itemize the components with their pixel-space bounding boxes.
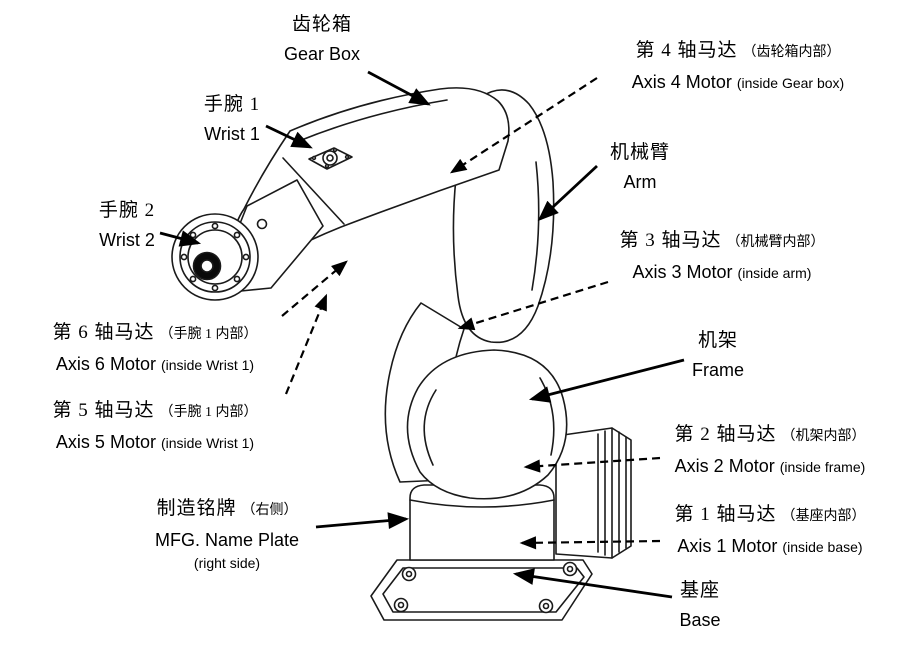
arrow-axis-5-motor — [284, 293, 328, 395]
callout-axis-2-en-paren: (inside frame) — [779, 459, 866, 475]
callout-wrist-2-zh: 手腕 2 — [98, 200, 156, 221]
callout-wrist-1: 手腕 1 Wrist 1 — [204, 90, 260, 148]
arrow-mfg-name-plate — [315, 512, 410, 529]
callout-axis-6-zh: 第 6 轴马达 — [52, 322, 155, 343]
callout-axis-3-motor: 第 3 轴马达 （机械臂内部） Axis 3 Motor(inside arm) — [619, 226, 824, 287]
callout-axis-5-motor: 第 5 轴马达 （手腕 1 内部） Axis 5 Motor(inside Wri… — [52, 396, 257, 457]
callout-axis-3-en-paren: (inside arm) — [737, 265, 812, 281]
callout-gear-box-zh: 齿轮箱 — [291, 14, 353, 35]
callout-base-en: Base — [679, 610, 721, 630]
callout-axis-3-zh-paren: （机械臂内部） — [726, 235, 825, 250]
arrow-wrist-2 — [159, 230, 202, 247]
callout-axis-2-zh-paren: （机架内部） — [781, 429, 866, 444]
callout-frame: 机架 Frame — [692, 326, 744, 384]
arrow-wrist-1 — [265, 124, 313, 149]
arrow-base — [512, 568, 673, 599]
robot-illustration — [171, 87, 632, 621]
callout-axis-5-en: Axis 5 Motor — [55, 432, 156, 452]
robot-frame-housing — [406, 349, 568, 500]
callout-frame-zh: 机架 — [697, 330, 739, 351]
arrow-axis-6-motor — [281, 260, 348, 317]
callout-wrist-2-en: Wrist 2 — [99, 230, 155, 250]
arrow-gear-box — [367, 70, 431, 106]
callout-axis-4-zh: 第 4 轴马达 — [635, 40, 738, 61]
callout-axis-6-en-paren: (inside Wrist 1) — [160, 357, 255, 373]
callout-axis-6-motor: 第 6 轴马达 （手腕 1 内部） Axis 6 Motor(inside Wri… — [52, 318, 257, 379]
robot-wrist1-plate — [308, 147, 353, 170]
callout-axis-4-motor: 第 4 轴马达 （齿轮箱内部） Axis 4 Motor(inside Gear … — [632, 36, 844, 97]
callout-axis-1-motor: 第 1 轴马达 （基座内部） Axis 1 Motor(inside base) — [674, 500, 865, 561]
callout-wrist-1-en: Wrist 1 — [204, 124, 260, 144]
callout-frame-en: Frame — [691, 360, 745, 380]
callout-arm: 机械臂 Arm — [610, 138, 670, 196]
arrow-axis-4-motor — [449, 77, 598, 174]
callout-axis-2-en: Axis 2 Motor — [674, 456, 775, 476]
callout-axis-5-zh: 第 5 轴马达 — [52, 400, 155, 421]
callout-gear-box-en: Gear Box — [283, 44, 361, 64]
callout-arm-en: Arm — [623, 172, 657, 192]
robot-base-body — [409, 484, 555, 561]
robot-wrist2-flange — [171, 213, 259, 301]
callout-axis-1-zh-paren: （基座内部） — [781, 509, 866, 524]
callout-mfg-name-plate: 制造铭牌 （右侧） MFG. Name Plate (right side) — [155, 494, 299, 572]
callout-axis-5-en-paren: (inside Wrist 1) — [160, 435, 255, 451]
arrow-axis-2-motor — [523, 456, 661, 473]
callout-axis-1-en-paren: (inside base) — [782, 539, 863, 555]
callout-mfg-zh: 制造铭牌 — [156, 498, 237, 519]
callout-axis-3-en: Axis 3 Motor — [632, 262, 733, 282]
callout-axis-6-zh-paren: （手腕 1 内部） — [159, 327, 258, 342]
callout-axis-4-en: Axis 4 Motor — [631, 72, 732, 92]
robot-base-plate — [370, 559, 593, 621]
callout-arm-zh: 机械臂 — [609, 142, 671, 163]
callout-axis-3-zh: 第 3 轴马达 — [619, 230, 722, 251]
arrow-frame — [528, 358, 685, 403]
callout-axis-2-zh: 第 2 轴马达 — [674, 424, 777, 445]
arrow-axis-1-motor — [519, 536, 661, 550]
callout-axis-6-en: Axis 6 Motor — [55, 354, 156, 374]
callout-base-zh: 基座 — [679, 580, 720, 601]
callout-axis-2-motor: 第 2 轴马达 （机架内部） Axis 2 Motor(inside frame) — [674, 420, 865, 481]
callout-mfg-zh-paren: （右侧） — [241, 503, 298, 518]
callout-axis-4-en-paren: (inside Gear box) — [736, 75, 845, 91]
callout-mfg-en-sub: (right side) — [193, 555, 261, 571]
robot-connector-box — [555, 427, 632, 559]
callout-wrist-1-zh: 手腕 1 — [203, 94, 261, 115]
callout-axis-1-zh: 第 1 轴马达 — [674, 504, 777, 525]
callout-gear-box: 齿轮箱 Gear Box — [284, 10, 360, 68]
arrow-arm — [537, 164, 598, 222]
callout-axis-5-zh-paren: （手腕 1 内部） — [159, 405, 258, 420]
callout-base: 基座 Base — [679, 576, 720, 634]
callout-wrist-2: 手腕 2 Wrist 2 — [99, 196, 155, 254]
callout-axis-4-zh-paren: （齿轮箱内部） — [742, 45, 841, 60]
callout-axis-1-en: Axis 1 Motor — [677, 536, 778, 556]
callout-mfg-en: MFG. Name Plate — [154, 530, 300, 550]
